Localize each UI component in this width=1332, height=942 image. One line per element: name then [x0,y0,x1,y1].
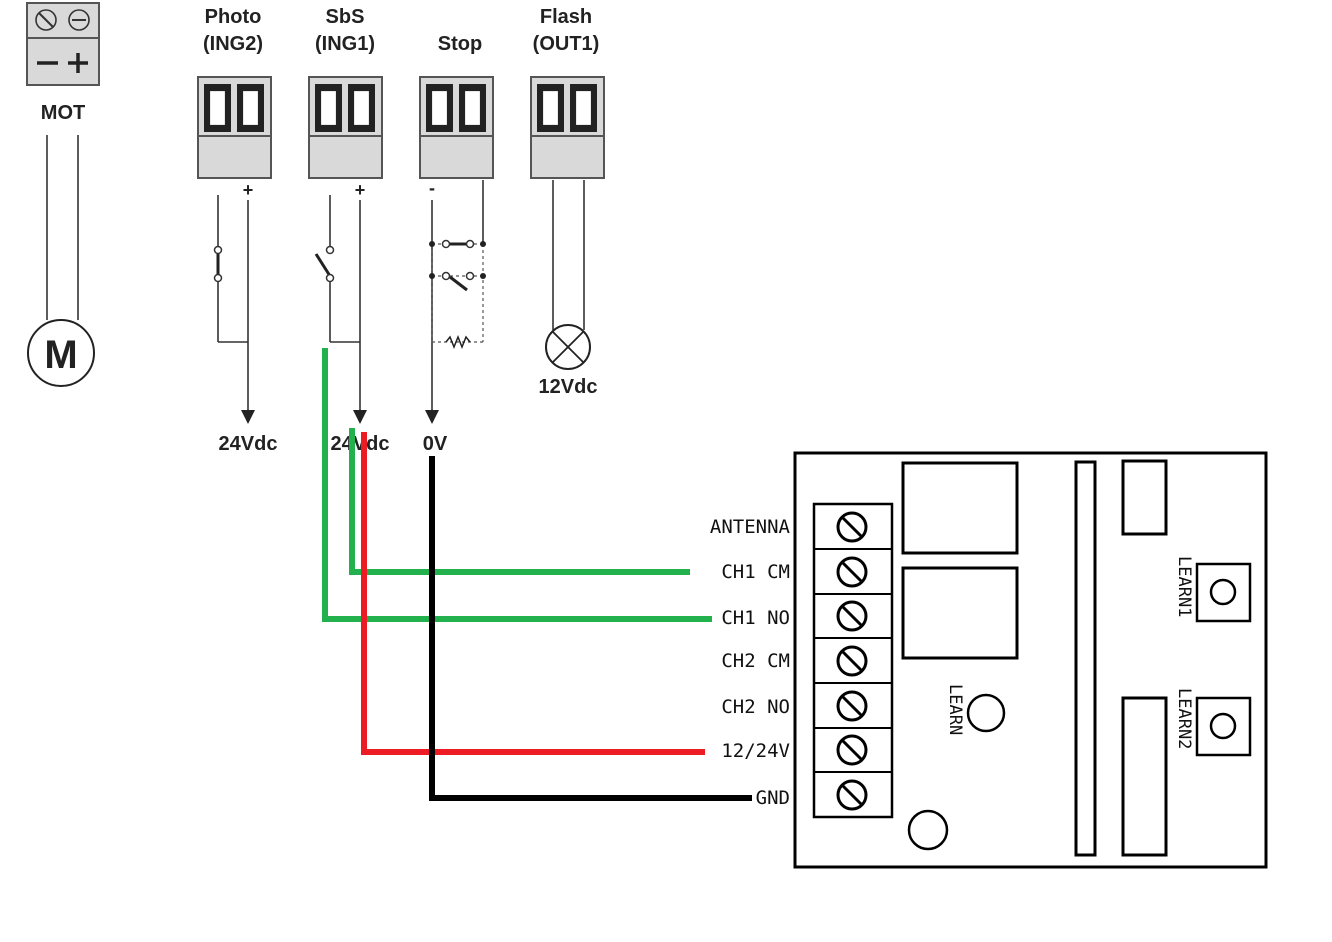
motor-symbol [27,319,95,387]
screw-ch1-cm [836,556,868,588]
learn-button[interactable] [966,693,1006,733]
screw-ch2-no [836,690,868,722]
flash-circuit [545,180,591,370]
stop-terminal-block [419,76,494,179]
stop-supply-label: 0V [423,433,448,455]
wire-green-ch1-cm [349,428,690,575]
screw-gnd [836,779,868,811]
sbs-plus-sign: + [355,180,366,200]
flash-label-line1: Flash [540,6,592,28]
wire-red-power [361,432,705,755]
mounting-hole [907,809,949,851]
pin-label-ch2-cm: CH2 CM [721,650,790,672]
receiver-board [793,451,1268,869]
flash-label-line2: (OUT1) [533,33,600,55]
screw-antenna [836,511,868,543]
sbs-circuit [314,195,367,424]
pin-label-ch2-no: CH2 NO [721,696,790,718]
screw-power [836,734,868,766]
stop-label: Stop [438,33,482,55]
photo-terminal-block [197,76,272,179]
wire-black-gnd [429,456,752,801]
sbs-label-line2: (ING1) [315,33,375,55]
wire-green-ch1-no [322,348,712,622]
motor-terminal-label: MOT [41,102,85,124]
pin-label-ch1-cm: CH1 CM [721,561,790,583]
learn2-button[interactable] [1195,696,1252,757]
sbs-supply-label: 24Vdc [331,433,390,455]
sbs-terminal-block [308,76,383,179]
pin-label-power: 12/24V [721,740,790,762]
motor-symbol-label: M [44,333,77,377]
photo-plus-sign: + [243,180,254,200]
learn1-label: LEARN1 [1174,556,1194,617]
screw-ch2-cm [836,645,868,677]
photo-circuit [213,195,255,424]
pin-label-antenna: ANTENNA [710,516,791,538]
learn1-button[interactable] [1195,562,1252,623]
pin-label-ch1-no: CH1 NO [721,607,790,629]
stop-circuit [425,180,486,424]
flash-supply-label: 12Vdc [539,376,598,398]
screw-ch1-no [836,600,868,632]
photo-label-line2: (ING2) [203,33,263,55]
flash-terminal-block [530,76,605,179]
learn2-label: LEARN2 [1174,688,1194,749]
stop-minus-sign: - [429,178,435,198]
sbs-label-line1: SbS [326,6,365,28]
photo-label-line1: Photo [205,6,262,28]
motor-terminal-block [26,2,100,86]
pin-label-gnd: GND [756,787,790,809]
photo-supply-label: 24Vdc [219,433,278,455]
learn-label: LEARN [945,684,965,735]
